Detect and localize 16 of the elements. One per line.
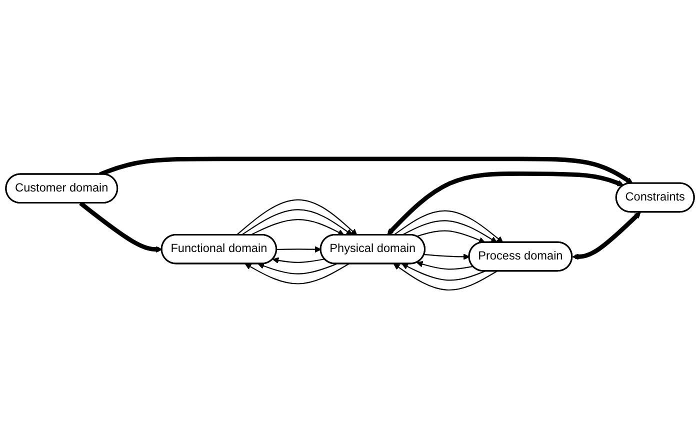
arrow	[572, 211, 641, 260]
arrow	[272, 256, 325, 264]
arrow	[79, 200, 162, 252]
arrow	[387, 171, 624, 235]
arrow	[258, 262, 338, 274]
arrow	[393, 263, 498, 290]
arrow	[424, 253, 470, 260]
arrow	[402, 263, 486, 280]
arrow	[416, 260, 474, 270]
arrow	[276, 246, 322, 252]
arrow	[244, 262, 350, 284]
arrow	[236, 198, 358, 236]
arrow	[393, 210, 504, 242]
arrow	[416, 230, 486, 243]
arrow	[99, 156, 633, 184]
arrow	[241, 208, 353, 236]
